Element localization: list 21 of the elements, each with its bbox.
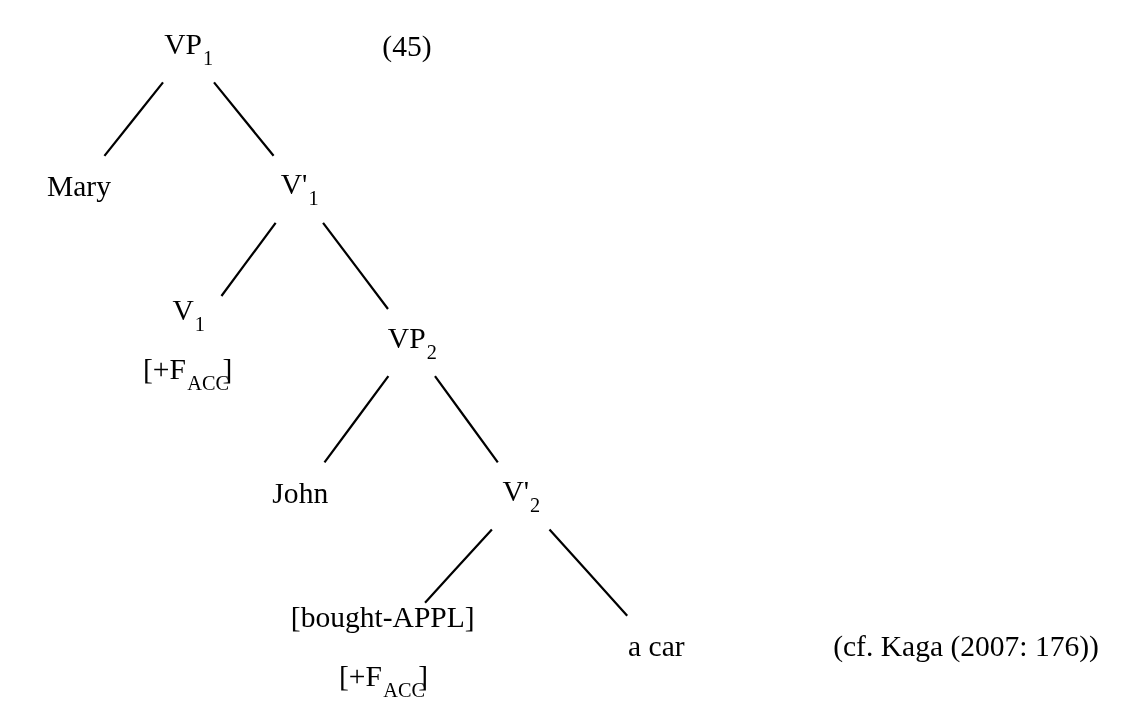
node-text: John [272,476,329,509]
node-text: a car [628,630,685,663]
connector [322,222,389,310]
node-text: V'$_{1}$ [280,168,319,210]
connector [213,81,275,157]
connector [220,222,277,297]
node-text: V'$_{2}$ [502,475,541,517]
node-text: [bought-APPL] [290,600,475,633]
connector [548,528,629,617]
node-text: Mary [46,170,111,203]
connector [424,528,493,604]
label: (45) [382,29,432,62]
node-text: V$_{1}$ [172,294,205,336]
label: (cf. Kaga (2007: 176)) [833,630,1099,663]
node-text: VP$_{2}$ [387,321,437,363]
node-text: VP$_{1}$ [164,27,214,69]
node-label: [+F$_{ACC}$] [143,353,233,395]
connector [323,375,390,464]
connector [434,375,499,464]
node-label: [+F$_{ACC}$] [338,659,429,701]
connector [103,81,164,157]
